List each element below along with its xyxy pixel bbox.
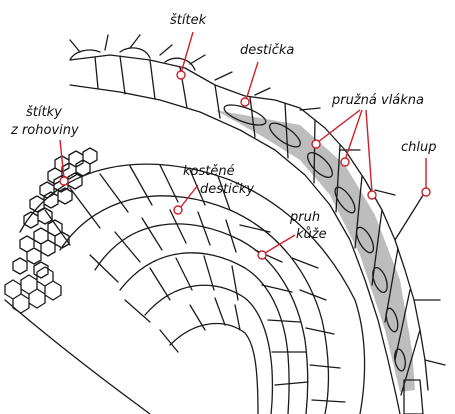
leader-pruzna-vlakna-2 (345, 110, 362, 160)
marker-stitek (177, 71, 185, 79)
label-desticka: destička (240, 43, 294, 58)
label-stitek: štítek (170, 13, 207, 28)
label-pruh-line1: pruh (289, 210, 320, 225)
leader-pruh (265, 235, 295, 253)
marker-chlup (422, 188, 430, 196)
leader-pruzna-vlakna-3 (366, 110, 372, 193)
marker-kostene (174, 206, 182, 214)
label-stitky-line2: z rohoviny (10, 123, 79, 138)
label-kostene-line2: destičky (200, 182, 254, 197)
marker-pruh (258, 251, 266, 259)
label-chlup: chlup (401, 140, 437, 155)
marker-pruzna-vlakna-2 (341, 158, 349, 166)
label-pruzna-vlakna: pružná vlákna (331, 93, 424, 108)
marker-stitky (60, 177, 68, 185)
label-stitky-line1: štítky (26, 105, 62, 120)
label-pruh-line2: kůže (296, 227, 327, 242)
skin-cross-section-illustration (70, 35, 445, 414)
label-kostene-line1: kostěné (183, 164, 235, 179)
armor-bands-illustration (5, 148, 365, 414)
leader-stitek (181, 32, 193, 73)
marker-pruzna-vlakna-3 (368, 191, 376, 199)
marker-desticka (241, 98, 249, 106)
leader-pruzna-vlakna-1 (318, 110, 360, 142)
marker-pruzna-vlakna-1 (312, 140, 320, 148)
